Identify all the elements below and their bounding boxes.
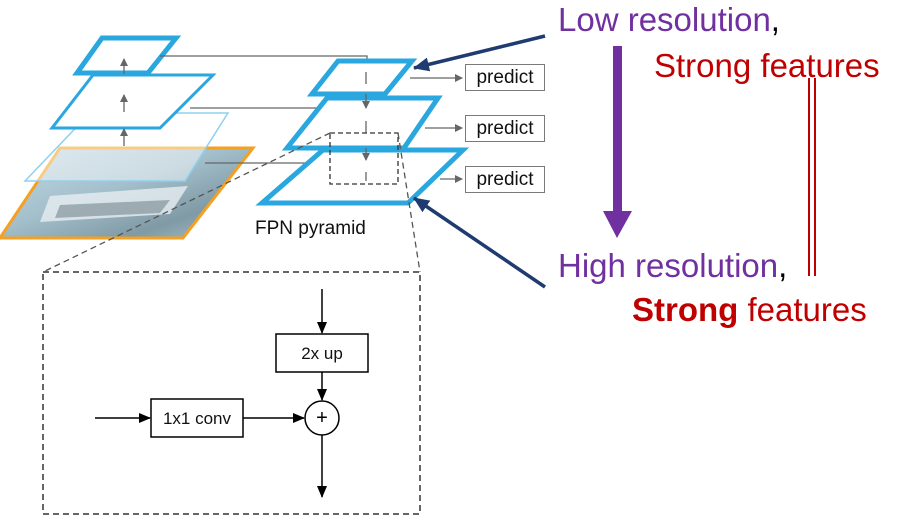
zoom-region: [329, 132, 399, 185]
detail-frame: [42, 271, 421, 515]
features-word: features: [738, 291, 867, 328]
pyramid-level-1: [72, 35, 182, 76]
low-resolution-comma: ,: [770, 1, 780, 38]
fpn-pyramid: [255, 58, 470, 206]
fpn-pyramid-label: FPN pyramid: [255, 218, 366, 239]
high-resolution-text: High resolution: [558, 247, 779, 284]
fpn-level-2: [281, 95, 443, 151]
feature-strength-bracket: [808, 78, 816, 276]
predict-box-3: predict: [465, 166, 545, 193]
sum-symbol: +: [316, 407, 328, 429]
resolution-arrow: [603, 46, 632, 238]
high-resolution-comma: ,: [778, 247, 788, 284]
fpn-level-1: [306, 58, 418, 97]
low-resolution-text: Low resolution: [558, 1, 771, 38]
predict-arrows: [410, 74, 463, 183]
strong-features-top: Strong features: [654, 47, 880, 84]
zoom-line-left: [42, 132, 331, 273]
low-resolution-heading: Low resolution,: [558, 3, 780, 36]
pointer-arrow-low: [413, 34, 546, 72]
predict-box-1: predict: [465, 64, 545, 91]
conv-label: 1x1 conv: [162, 409, 232, 428]
high-resolution-heading: High resolution,: [558, 249, 787, 282]
boat-shadow: [55, 200, 170, 218]
pyramid-level-2: [48, 73, 217, 130]
merge-block-detail: [42, 271, 421, 515]
predict-box-2: predict: [465, 115, 545, 142]
zoom-line-right: [397, 132, 421, 273]
strong-word: Strong: [632, 291, 739, 328]
upsample-label: 2x up: [301, 344, 343, 363]
upsample-box: [275, 333, 369, 373]
strong-features-bottom: Strong features: [632, 293, 867, 326]
fpn-level-3: [255, 147, 470, 206]
pointer-arrow-high: [413, 196, 546, 289]
image-pyramid: [0, 35, 257, 240]
pyramid-level-3: [23, 112, 230, 182]
input-image-frame: [0, 146, 257, 240]
